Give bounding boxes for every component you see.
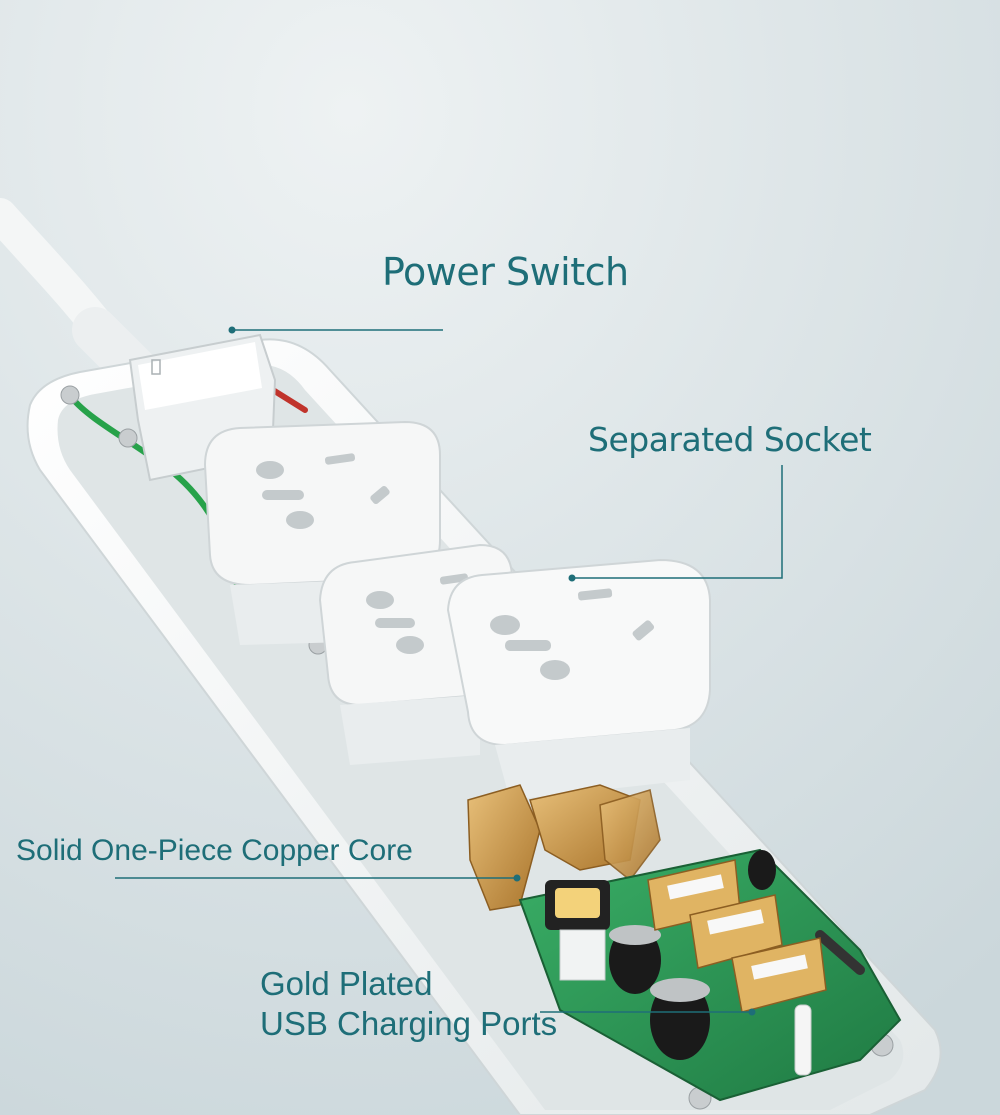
usb-port: [731, 937, 827, 1013]
callout-usb-line1: Gold Plated: [260, 965, 433, 1002]
usb-port: [689, 894, 783, 969]
callout-separated-socket: Separated Socket: [588, 420, 872, 459]
leader-line-separated-socket: [568, 465, 783, 582]
socket-front: [446, 558, 711, 800]
leader-line-power-switch: [228, 326, 443, 334]
callout-usb-ports: Gold Plated USB Charging Ports: [260, 964, 560, 1044]
callout-power-switch: Power Switch: [382, 250, 629, 294]
callout-usb-line2: USB Charging Ports: [260, 1005, 558, 1042]
leader-line-copper-core: [115, 874, 521, 882]
usb-pcb-board: [518, 848, 902, 1102]
callout-copper-core: Solid One-Piece Copper Core: [16, 834, 413, 867]
leader-line-usb-ports: [540, 1008, 756, 1016]
